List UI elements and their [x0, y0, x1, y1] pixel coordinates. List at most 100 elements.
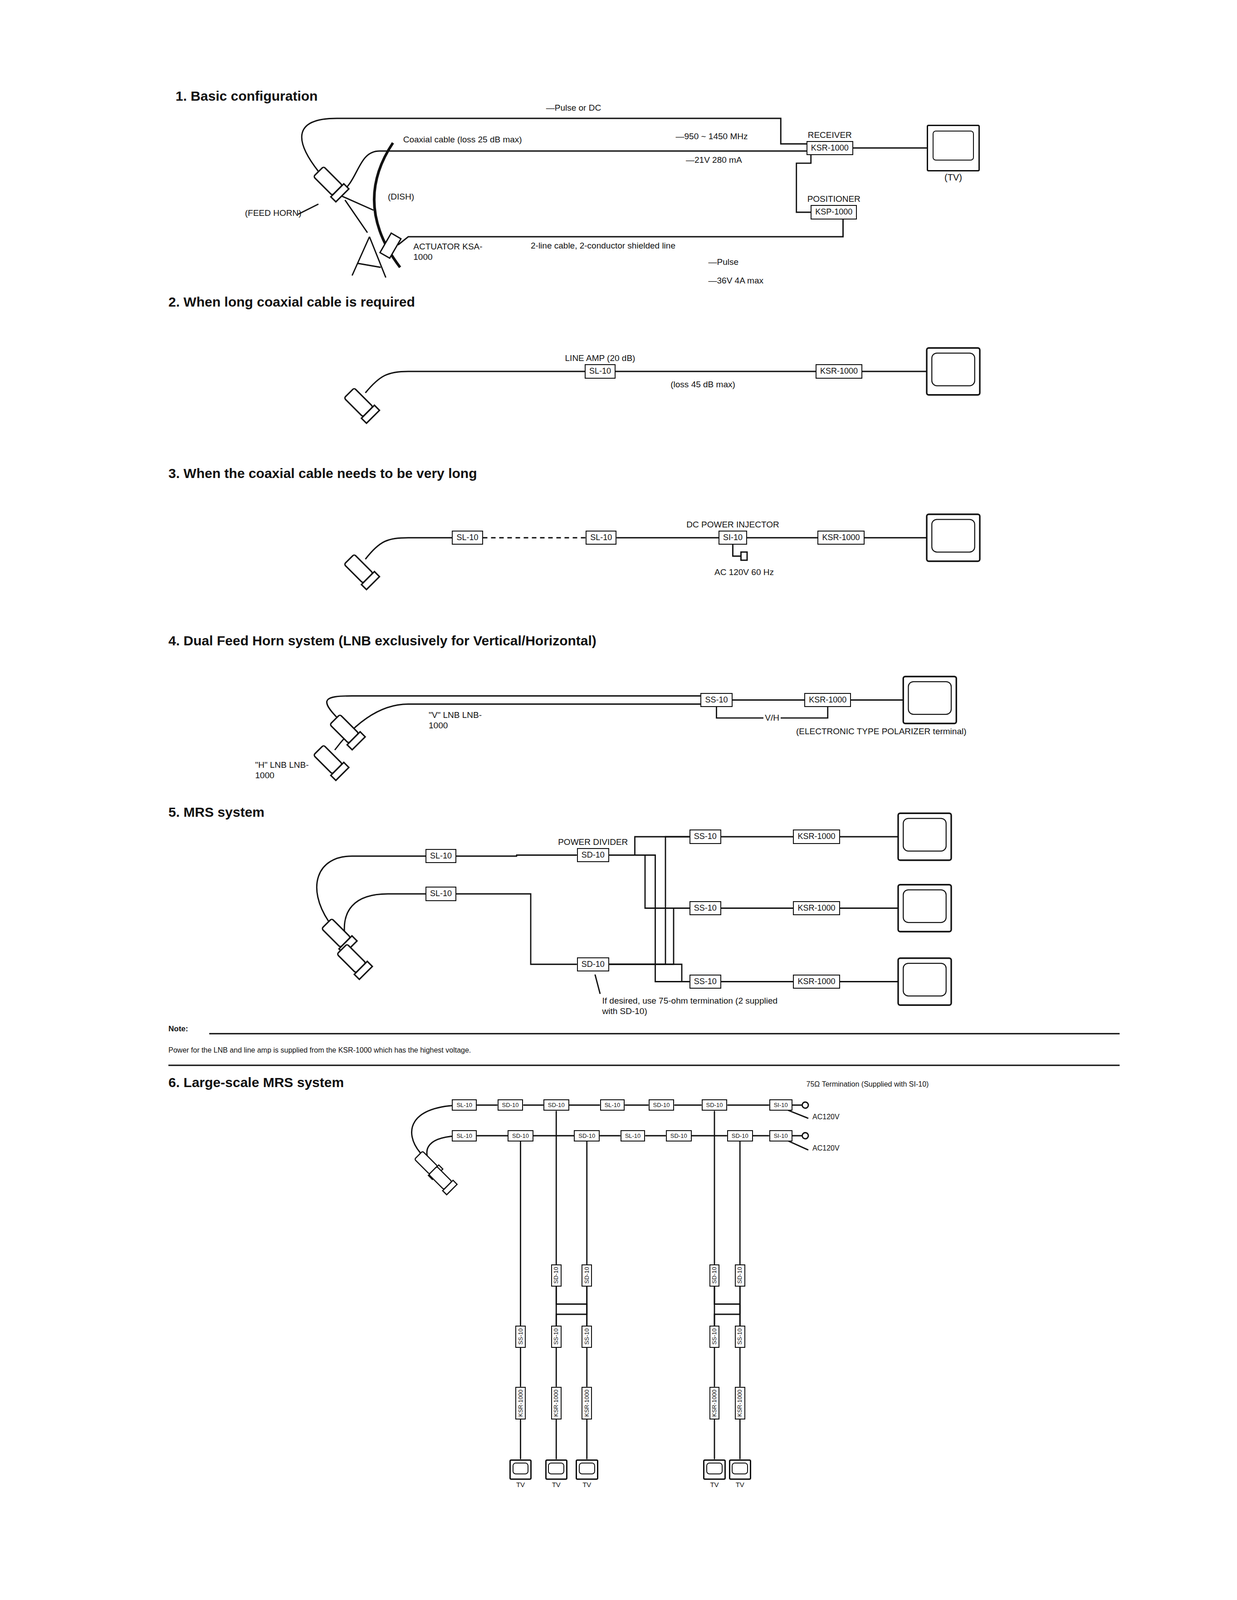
equipment-box: SS-10 — [689, 901, 722, 916]
annotation: ACTUATOR KSA-1000 — [413, 241, 495, 263]
equipment-box-vertical: SD-10 — [734, 1264, 746, 1287]
equipment-box-vertical: KSR-1000 — [581, 1387, 592, 1420]
section-title: 6. Large-scale MRS system — [168, 1074, 344, 1091]
box-label: SS-10 — [701, 694, 732, 707]
section-2-wiring — [342, 347, 980, 424]
section-title: Note: — [168, 1024, 188, 1034]
box-label: KSR-1000 — [736, 1389, 744, 1418]
cable-connector — [713, 1110, 716, 1265]
box-label: KSR-1000 — [793, 830, 839, 843]
equipment-box-vertical: SS-10 — [581, 1325, 592, 1348]
cable-connector — [747, 537, 818, 539]
box-label: TV — [709, 1481, 719, 1489]
section-title: 2. When long coaxial cable is required — [168, 293, 416, 311]
note-rules — [168, 1033, 1120, 1066]
box-label: SD-10 — [666, 1131, 691, 1141]
equipment-box-vertical: KSR-1000 — [734, 1387, 746, 1420]
box-label: TV — [516, 1481, 525, 1489]
cable-connector — [739, 1141, 741, 1265]
cable-connector — [519, 1419, 522, 1460]
box-label: TV — [582, 1481, 592, 1489]
equipment-box-vertical: SD-10 — [551, 1264, 562, 1287]
equipment-box: SS-10 — [689, 829, 722, 844]
cable-connector — [674, 1104, 702, 1106]
equipment-box: POWER DIVIDERSD-10 — [576, 848, 610, 863]
cable-connector — [456, 894, 577, 965]
annotation: 75Ω Termination (Supplied with SI-10) — [806, 1080, 929, 1089]
box-label: SD-10 — [544, 1100, 569, 1110]
cable-connector — [853, 147, 927, 149]
box-label: KSR-1000 — [818, 531, 864, 544]
cable-connector — [555, 1110, 558, 1265]
tv-screen — [731, 1462, 749, 1475]
box-label: SS-10 — [517, 1328, 524, 1345]
annotation: Power for the LNB and line amp is suppli… — [168, 1046, 471, 1055]
equipment-box-vertical: SD-10 — [581, 1264, 592, 1287]
cable-connector — [713, 1348, 716, 1388]
box-label: SD-10 — [583, 1267, 591, 1285]
box-label: SL-10 — [621, 1131, 645, 1141]
section-3-wiring — [342, 514, 980, 590]
cable-connector — [739, 1286, 741, 1327]
box-label: SI-10 — [770, 1131, 792, 1141]
tv-set: TV — [703, 1459, 726, 1481]
cable-connector — [609, 855, 690, 909]
equipment-box: SD-10 — [507, 1130, 534, 1142]
cable-connector — [533, 1135, 574, 1137]
edge-label: V/H — [763, 713, 781, 724]
annotation: "H" LNB LNB-1000 — [255, 760, 328, 782]
equipment-box: SD-10 — [665, 1130, 692, 1142]
annotation: Coaxial cable (loss 25 dB max) — [403, 134, 523, 146]
box-label: SL-10 — [586, 531, 616, 544]
box-label: SI-10 — [770, 1100, 792, 1110]
section-title: 5. MRS system — [168, 804, 265, 821]
equipment-box: KSR-1000 — [792, 974, 840, 989]
equipment-box-vertical: KSR-1000 — [515, 1387, 526, 1420]
box-label: SS-10 — [552, 1328, 560, 1345]
box-heading: LINE AMP (20 dB) — [565, 353, 636, 364]
dish-illustration — [298, 118, 844, 278]
cable-connector — [556, 1286, 587, 1327]
tv-set: TV — [728, 1459, 752, 1481]
annotation: 2-line cable, 2-conductor shielded line — [530, 240, 676, 252]
tv-set: (TV) — [926, 124, 980, 172]
tv-screen — [578, 1462, 596, 1475]
equipment-box: SD-10 — [701, 1099, 728, 1111]
cable-connector — [556, 1286, 587, 1327]
cable-connector — [739, 1348, 741, 1388]
box-label: SS-10 — [583, 1328, 591, 1345]
cable-connector — [732, 699, 805, 701]
annotation: AC120V — [812, 1144, 840, 1153]
cable-connector — [713, 1419, 716, 1460]
cable-connector — [483, 537, 587, 539]
equipment-box: POSITIONERKSP-1000 — [810, 205, 857, 220]
box-label: KSP-1000 — [811, 205, 856, 219]
box-label: SD-10 — [574, 1131, 599, 1141]
equipment-box: SD-10 — [727, 1130, 753, 1142]
annotation: If desired, use 75-ohm termination (2 su… — [602, 996, 787, 1017]
equipment-box: RECEIVERKSR-1000 — [806, 141, 854, 156]
section-title: 3. When the coaxial cable needs to be ve… — [168, 465, 477, 482]
equipment-box: KSR-1000 — [792, 901, 840, 916]
box-label: KSR-1000 — [816, 365, 862, 378]
box-label: SD-10 — [649, 1100, 674, 1110]
box-label: SS-10 — [711, 1328, 719, 1345]
equipment-box: SS-10 — [700, 693, 733, 708]
equipment-box: KSR-1000 — [817, 530, 865, 545]
equipment-box-vertical: SS-10 — [709, 1325, 720, 1348]
annotation: —36V 4A max — [708, 275, 764, 287]
annotation: "V" LNB LNB-1000 — [428, 710, 501, 732]
cable-connector — [752, 1135, 770, 1137]
cable-connector — [609, 908, 690, 965]
box-label: KSR-1000 — [517, 1389, 524, 1418]
box-label: KSR-1000 — [793, 902, 839, 915]
cable-connector — [586, 1419, 588, 1460]
box-label: SL-10 — [452, 1131, 476, 1141]
box-label: SD-10 — [498, 1100, 523, 1110]
cable-connector — [609, 855, 690, 982]
box-label: (TV) — [944, 172, 963, 183]
equipment-box: KSR-1000 — [815, 364, 863, 379]
box-label: KSR-1000 — [583, 1389, 591, 1418]
cable-connector — [714, 1286, 740, 1327]
cable-connector — [691, 1135, 728, 1137]
